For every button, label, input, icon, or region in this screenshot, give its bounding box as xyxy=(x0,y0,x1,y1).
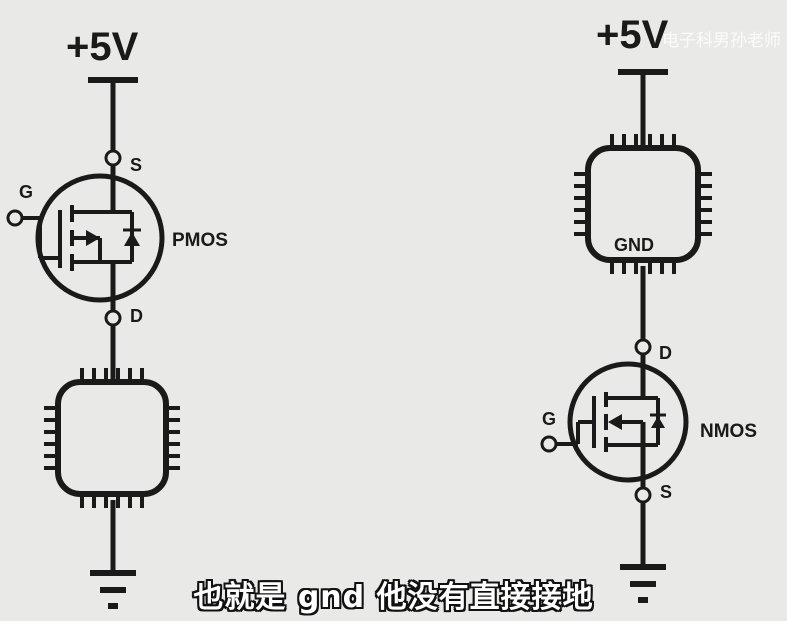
right-pin-d-terminal xyxy=(634,338,652,356)
right-chip xyxy=(574,134,712,274)
right-ground-symbol xyxy=(620,564,666,603)
left-pin-g-terminal xyxy=(6,209,24,227)
left-pin-s-label: S xyxy=(130,155,142,175)
right-pin-s-label: S xyxy=(660,482,672,502)
left-supply-label: +5V xyxy=(66,25,139,69)
right-chip-label: GND xyxy=(614,235,654,255)
left-pin-s-terminal xyxy=(104,149,122,167)
pmos-symbol xyxy=(22,165,165,310)
left-chip xyxy=(44,368,180,508)
left-pin-d-label: D xyxy=(130,306,143,326)
watermark: 电子科男孙老师 xyxy=(662,31,781,51)
right-pin-g-label: G xyxy=(542,409,556,429)
right-supply-label: +5V xyxy=(596,13,669,57)
left-pin-g-label: G xyxy=(19,182,33,202)
nmos-symbol xyxy=(556,354,689,487)
right-pin-d-label: D xyxy=(659,343,672,363)
right-circuit xyxy=(540,69,712,603)
right-pin-g-terminal xyxy=(540,435,558,453)
right-pin-s-terminal xyxy=(634,486,652,504)
left-circuit xyxy=(6,77,180,609)
left-pin-d-terminal xyxy=(104,309,122,327)
pmos-label: PMOS xyxy=(172,230,228,251)
video-subtitle: 也就是 gnd 他没有直接接地 xyxy=(193,580,594,615)
nmos-label: NMOS xyxy=(700,421,757,442)
left-ground-symbol xyxy=(90,570,136,609)
